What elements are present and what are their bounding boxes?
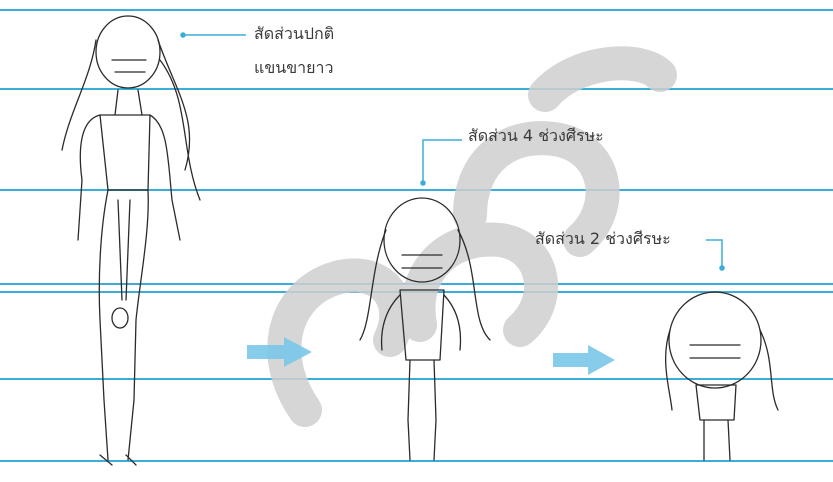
guide-line-3 bbox=[0, 189, 833, 191]
guide-line-2 bbox=[0, 88, 833, 90]
tall-figure-sketch bbox=[61, 15, 201, 466]
guide-line-bottom bbox=[0, 460, 833, 462]
label-four-heads: สัดส่วน 4 ช่วงศีรษะ bbox=[468, 126, 604, 145]
label-two-heads: สัดส่วน 2 ช่วงศีรษะ bbox=[535, 229, 671, 248]
four-head-figure-sketch bbox=[359, 197, 491, 461]
arrow-right-icon bbox=[553, 345, 615, 375]
guide-line-top bbox=[0, 9, 833, 11]
label-long-arms: แขนขายาว bbox=[254, 58, 334, 77]
label-normal-proportion: สัดส่วนปกติ bbox=[254, 24, 335, 43]
guide-line-5 bbox=[0, 378, 833, 380]
arrow-right-icon bbox=[247, 337, 312, 367]
two-head-figure-sketch bbox=[664, 291, 779, 461]
